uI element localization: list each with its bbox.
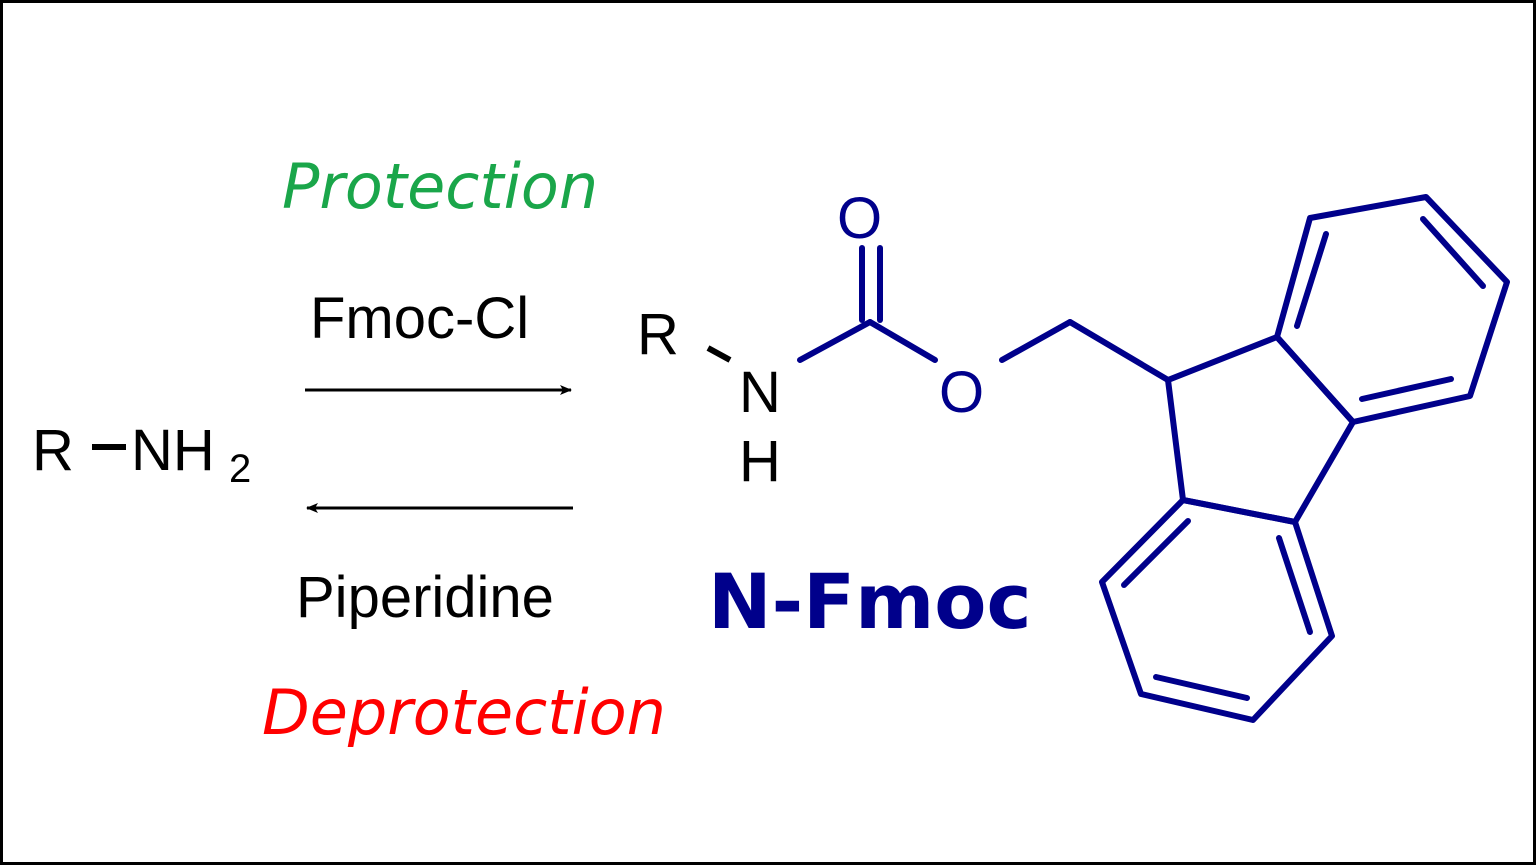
product-hydrogen: H xyxy=(739,429,781,494)
product-name: N-Fmoc xyxy=(708,557,1032,646)
reactant-r: R xyxy=(32,418,74,483)
fmoc-group-bonds xyxy=(797,194,1510,723)
ester-oxygen: O xyxy=(939,360,984,425)
protection-label: Protection xyxy=(282,150,598,223)
product-structure: R N H xyxy=(637,186,1510,723)
reactant-amine: R NH 2 xyxy=(32,418,251,491)
product-r: R xyxy=(637,302,679,367)
reverse-reagent: Piperidine xyxy=(296,565,554,630)
forward-reagent: Fmoc-Cl xyxy=(310,286,529,351)
reactant-subscript: 2 xyxy=(229,447,251,491)
reactant-nh: NH xyxy=(131,418,215,483)
deprotection-label: Deprotection xyxy=(262,676,666,749)
product-nitrogen: N xyxy=(739,360,781,425)
carbonyl-oxygen: O xyxy=(837,186,882,251)
r-n-bond xyxy=(706,345,732,363)
